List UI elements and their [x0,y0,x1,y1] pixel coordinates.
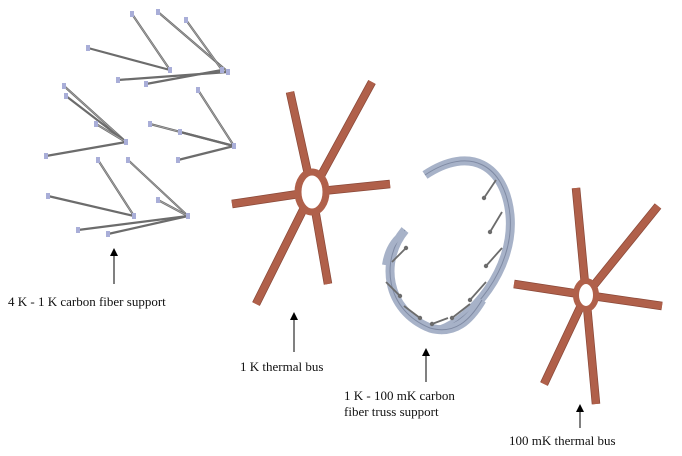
strut-bracket [96,157,100,163]
truss-node [467,297,473,303]
strut-a-highlight [63,85,127,143]
strut-b [144,68,224,86]
label-truss-support: 1 K - 100 mK carbon fiber truss support [344,388,455,420]
strut-b [76,214,190,232]
truss-ring-outer [422,156,515,335]
strut-a-highlight [97,159,135,217]
truss-node [417,315,423,321]
truss-node [481,195,487,201]
truss-strut [489,211,503,233]
bus-arm [540,293,590,386]
strut-a-highlight [127,159,189,217]
truss-ring-lower-arc [382,229,407,266]
strut-bracket [178,129,182,135]
strut-bracket [176,157,180,163]
label-truss-line2: fiber truss support [344,404,439,419]
strut-b [106,214,190,236]
strut-b [64,94,128,144]
truss-strut [469,281,487,301]
strut-bracket [232,143,236,149]
strut-bracket [148,121,152,127]
bus-arm [582,294,600,405]
label-4k-1k-support: 4 K - 1 K carbon fiber support [8,294,166,309]
strut-a-highlight [131,13,171,71]
thermal-bus-100mk [513,187,663,405]
strut-bracket [44,153,48,159]
truss-strut [485,247,503,267]
carbon-fiber-support-struts [44,9,236,237]
truss-strut [431,317,449,325]
truss-node [449,315,455,321]
strut-b [178,130,236,148]
truss-ring-inner [385,227,486,335]
strut-bracket [124,139,128,145]
strut-bracket [226,69,230,75]
strut-bracket [156,197,160,203]
truss-ring-inner-edge [389,229,483,331]
truss-strut [403,305,421,319]
strut-bracket [184,17,188,23]
strut-bracket [86,45,90,51]
strut-bracket [106,231,110,237]
bus-arm [583,203,661,298]
truss-node [397,293,403,299]
strut-a-highlight [185,19,223,71]
strut-a-highlight [197,89,235,147]
strut-bracket [94,121,98,127]
strut-b [46,194,136,218]
truss-strut [385,281,401,297]
truss-node [429,321,435,327]
label-truss-line1: 1 K - 100 mK carbon [344,388,455,403]
truss-strut [451,303,471,319]
truss-struts [385,179,503,327]
strut-bracket [156,9,160,15]
label-1k-thermal-bus: 1 K thermal bus [240,359,324,374]
truss-node [403,245,409,251]
strut-bracket [186,213,190,219]
strut-bracket [126,157,130,163]
truss-support-ring [382,156,515,335]
strut-bracket [76,227,80,233]
strut-a-highlight [157,199,189,217]
strut-bracket [130,11,134,17]
truss-node [483,263,489,269]
strut-bracket [116,77,120,83]
strut-bracket [168,67,172,73]
truss-strut [483,179,497,199]
strut-bracket [220,67,224,73]
thermal-bus-1k-hub [294,168,330,216]
strut-bracket [46,193,50,199]
truss-strut [391,247,407,263]
strut-bracket [144,81,148,87]
strut-bracket [64,93,68,99]
strut-bracket [196,87,200,93]
thermal-bus-1k [231,79,391,306]
truss-ring-outer-edge [424,160,511,331]
strut-bracket [132,213,136,219]
strut-bracket [62,83,66,89]
label-100mk-thermal-bus: 100 mK thermal bus [509,433,616,448]
truss-node [487,229,493,235]
bus-arm [572,187,590,296]
strut-b [44,140,128,158]
strut-b [176,144,236,162]
strut-a-highlight [95,123,127,143]
thermal-bus-100mk-hub [573,278,599,312]
strut-b [86,46,172,72]
